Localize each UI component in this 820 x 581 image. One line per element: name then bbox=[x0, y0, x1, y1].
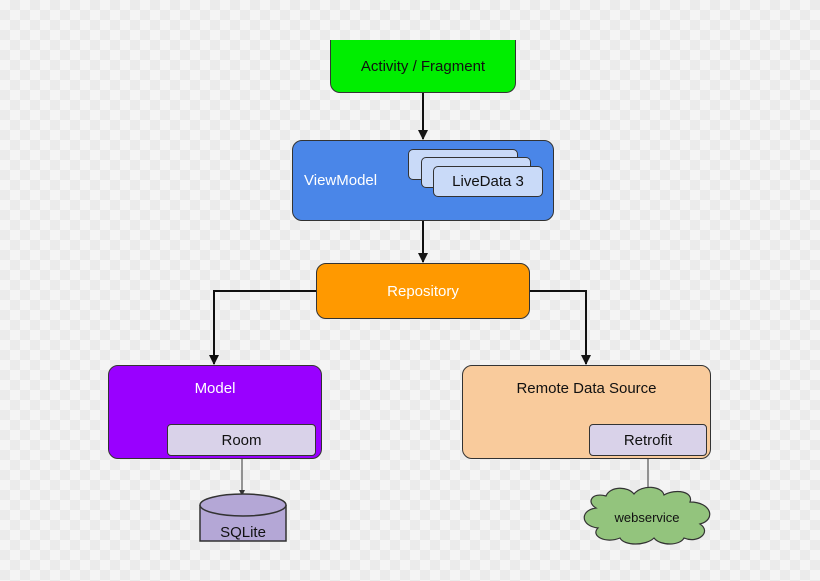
retrofit-label: Retrofit bbox=[623, 431, 673, 449]
webservice-label: webservice bbox=[614, 510, 680, 525]
repository-box: Repository bbox=[316, 263, 530, 319]
arrow-repository-remote bbox=[530, 290, 591, 365]
webservice-cloud bbox=[583, 486, 711, 545]
repository-label: Repository bbox=[387, 282, 459, 300]
remote-data-source-label: Remote Data Source bbox=[516, 380, 657, 397]
room-box: Room bbox=[167, 424, 316, 456]
activity-fragment-box: Activity / Fragment bbox=[330, 40, 516, 93]
livedata-label: LiveData 3 bbox=[452, 173, 524, 190]
room-label: Room bbox=[221, 431, 262, 449]
sqlite-cylinder bbox=[199, 493, 287, 542]
sqlite-label: SQLite bbox=[220, 524, 266, 541]
viewmodel-label: ViewModel bbox=[304, 172, 378, 189]
activity-fragment-label: Activity / Fragment bbox=[360, 57, 486, 75]
model-label: Model bbox=[194, 380, 236, 397]
arrow-repository-model bbox=[209, 290, 316, 365]
retrofit-box: Retrofit bbox=[589, 424, 707, 456]
livedata-card-3: LiveData 3 bbox=[433, 166, 543, 197]
